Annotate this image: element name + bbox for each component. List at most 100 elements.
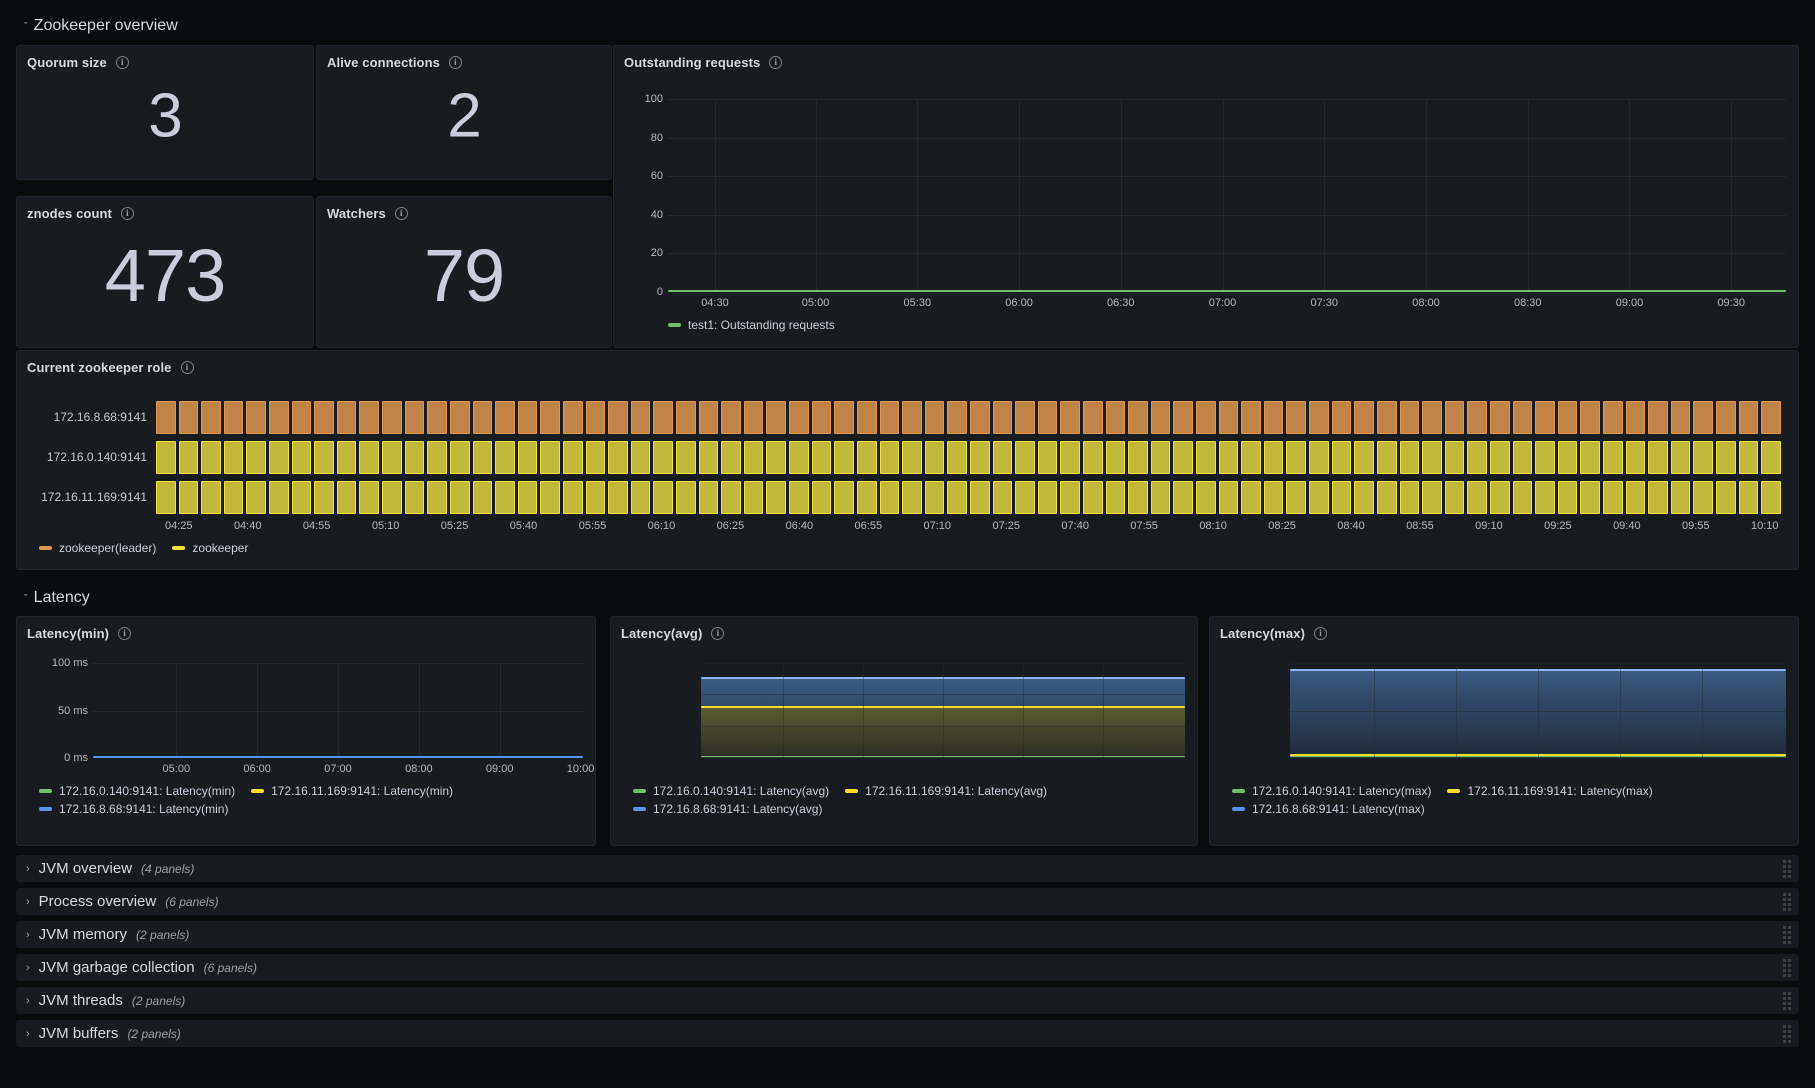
timeline-cell[interactable] (178, 441, 199, 474)
panel-outstanding-requests[interactable]: Outstanding requests i 100 80 60 40 (613, 45, 1799, 348)
timeline-cell[interactable] (449, 481, 470, 514)
timeline-cell[interactable] (1693, 481, 1714, 514)
timeline-cell[interactable] (314, 401, 334, 434)
timeline-cell[interactable] (495, 401, 515, 434)
drag-handle[interactable] (1783, 958, 1791, 977)
timeline-cell[interactable] (947, 481, 967, 514)
timeline-cell[interactable] (495, 441, 515, 474)
timeline-cell[interactable] (540, 401, 560, 434)
timeline-cell[interactable] (902, 481, 922, 514)
timeline-cell[interactable] (630, 401, 651, 434)
timeline-track-leader[interactable] (156, 401, 1781, 434)
collapsed-row-jvm-threads[interactable]: ›JVM threads(2 panels) (16, 987, 1799, 1014)
timeline-cell[interactable] (1444, 401, 1465, 434)
timeline-cell[interactable] (902, 401, 922, 434)
timeline-cell[interactable] (1625, 441, 1646, 474)
timeline-cell[interactable] (1241, 441, 1261, 474)
timeline-cell[interactable] (178, 481, 199, 514)
timeline-cell[interactable] (630, 441, 651, 474)
info-icon[interactable]: i (769, 56, 783, 69)
timeline-cell[interactable] (201, 481, 221, 514)
timeline-cell[interactable] (540, 441, 560, 474)
timeline-cell[interactable] (517, 441, 538, 474)
timeline-cell[interactable] (472, 481, 493, 514)
timeline-cell[interactable] (562, 401, 583, 434)
timeline-cell[interactable] (1105, 441, 1126, 474)
timeline-cell[interactable] (1693, 441, 1714, 474)
timeline-cell[interactable] (404, 441, 425, 474)
timeline-cell[interactable] (1422, 481, 1442, 514)
timeline-cell[interactable] (1015, 441, 1035, 474)
timeline-cell[interactable] (1467, 401, 1487, 434)
timeline-cell[interactable] (1489, 401, 1510, 434)
collapsed-row-jvm-garbage-collection[interactable]: ›JVM garbage collection(6 panels) (16, 954, 1799, 981)
info-icon[interactable]: i (180, 361, 194, 374)
timeline-cell[interactable] (269, 401, 289, 434)
timeline-cell[interactable] (291, 481, 312, 514)
timeline-cell[interactable] (856, 481, 877, 514)
timeline-cell[interactable] (156, 481, 176, 514)
timeline-cell[interactable] (1535, 441, 1555, 474)
legend-item[interactable]: 172.16.0.140:9141: Latency(max) (1232, 784, 1431, 798)
panel-watchers[interactable]: Watchers i 79 (316, 196, 612, 348)
timeline-cell[interactable] (1309, 401, 1329, 434)
timeline-cell[interactable] (246, 401, 267, 434)
timeline-cell[interactable] (359, 401, 380, 434)
timeline-cell[interactable] (856, 441, 877, 474)
timeline-cell[interactable] (1422, 401, 1442, 434)
timeline-cell[interactable] (1354, 441, 1374, 474)
timeline-cell[interactable] (246, 441, 267, 474)
timeline-cell[interactable] (1580, 441, 1600, 474)
panel-latency-avg[interactable]: Latency(avg) i 0.5 ms 0.25 ms 0 ms 05:00… (610, 616, 1198, 846)
timeline-cell[interactable] (1376, 481, 1397, 514)
timeline-cell[interactable] (1241, 401, 1261, 434)
timeline-cell[interactable] (1399, 401, 1420, 434)
timeline-cell[interactable] (766, 401, 787, 434)
timeline-cell[interactable] (1399, 441, 1420, 474)
timeline-cell[interactable] (449, 401, 470, 434)
timeline-cell[interactable] (676, 401, 696, 434)
timeline-cell[interactable] (1082, 481, 1103, 514)
info-icon[interactable]: i (120, 207, 134, 220)
timeline-cell[interactable] (992, 481, 1013, 514)
timeline-cell[interactable] (1037, 441, 1058, 474)
timeline-cell[interactable] (1648, 401, 1668, 434)
timeline-cell[interactable] (495, 481, 515, 514)
timeline-cell[interactable] (1603, 481, 1623, 514)
timeline-cell[interactable] (517, 481, 538, 514)
info-icon[interactable]: i (711, 627, 725, 640)
timeline-cell[interactable] (653, 481, 674, 514)
timeline-cell[interactable] (1309, 481, 1329, 514)
timeline-cell[interactable] (1060, 441, 1080, 474)
timeline-cell[interactable] (947, 441, 967, 474)
timeline-cell[interactable] (766, 481, 787, 514)
timeline-cell[interactable] (382, 441, 402, 474)
timeline-cell[interactable] (1218, 441, 1239, 474)
timeline-cell[interactable] (1670, 401, 1691, 434)
timeline-cell[interactable] (1331, 401, 1352, 434)
timeline-cell[interactable] (992, 441, 1013, 474)
timeline-cell[interactable] (1670, 481, 1691, 514)
drag-handle[interactable] (1783, 859, 1791, 878)
timeline-cell[interactable] (1354, 401, 1374, 434)
timeline-cell[interactable] (1150, 401, 1171, 434)
timeline-track-follower-1[interactable] (156, 441, 1781, 474)
collapsed-row-jvm-buffers[interactable]: ›JVM buffers(2 panels) (16, 1020, 1799, 1047)
timeline-cell[interactable] (1082, 441, 1103, 474)
timeline-cell[interactable] (1128, 401, 1148, 434)
timeline-cell[interactable] (156, 401, 176, 434)
timeline-cell[interactable] (1354, 481, 1374, 514)
timeline-cell[interactable] (924, 481, 945, 514)
timeline-cell[interactable] (630, 481, 651, 514)
timeline-cell[interactable] (811, 401, 832, 434)
timeline-cell[interactable] (223, 441, 244, 474)
timeline-cell[interactable] (1535, 481, 1555, 514)
timeline-cell[interactable] (1625, 401, 1646, 434)
timeline-cell[interactable] (743, 441, 764, 474)
timeline-cell[interactable] (834, 481, 854, 514)
timeline-cell[interactable] (269, 481, 289, 514)
timeline-cell[interactable] (562, 481, 583, 514)
timeline-cell[interactable] (201, 441, 221, 474)
timeline-cell[interactable] (1444, 441, 1465, 474)
timeline-cell[interactable] (811, 441, 832, 474)
